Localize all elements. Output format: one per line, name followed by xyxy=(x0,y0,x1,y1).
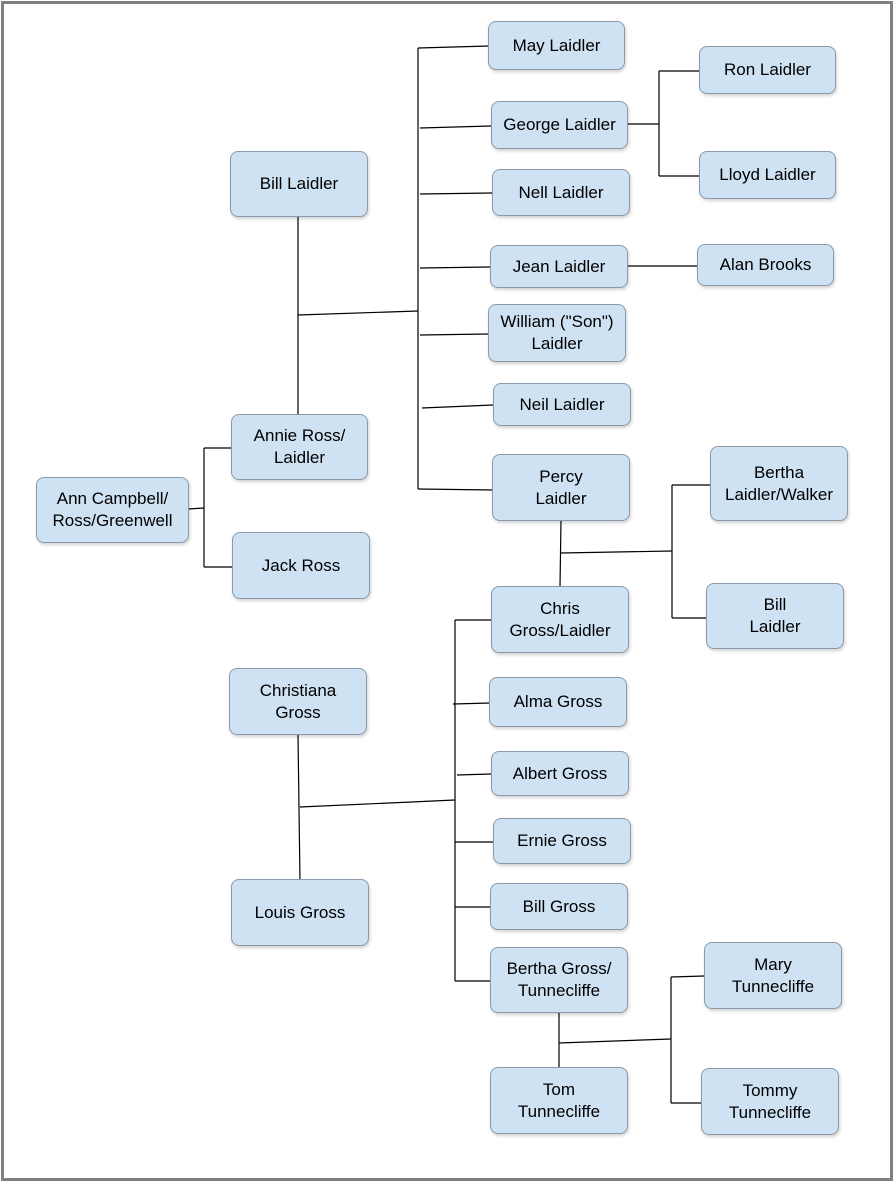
connector-line xyxy=(419,266,491,269)
connector-line xyxy=(558,1038,672,1044)
person-node-ron-laidler: Ron Laidler xyxy=(699,46,836,94)
person-node-louis-gross: Louis Gross xyxy=(231,879,369,946)
person-node-bertha-gross-tunnecliffe: Bertha Gross/ Tunnecliffe xyxy=(490,947,628,1013)
connector-line xyxy=(419,125,492,129)
person-node-bill-gross: Bill Gross xyxy=(490,883,628,930)
person-node-ernie-gross: Ernie Gross xyxy=(493,818,631,864)
connector-line xyxy=(419,192,493,195)
person-node-bill-laidler-right: Bill Laidler xyxy=(706,583,844,649)
person-node-tommy-tunnecliffe: Tommy Tunnecliffe xyxy=(701,1068,839,1135)
person-node-chris-gross-laidler: Chris Gross/Laidler xyxy=(491,586,629,653)
connector-line xyxy=(559,519,562,588)
connector-line xyxy=(299,799,456,808)
connector-line xyxy=(417,45,490,49)
person-node-annie-ross-laidler: Annie Ross/ Laidler xyxy=(231,414,368,480)
person-node-alma-gross: Alma Gross xyxy=(489,677,627,727)
person-node-george-laidler: George Laidler xyxy=(491,101,628,149)
person-node-nell-laidler: Nell Laidler xyxy=(492,169,630,216)
person-node-lloyd-laidler: Lloyd Laidler xyxy=(699,151,836,199)
person-node-tom-tunnecliffe: Tom Tunnecliffe xyxy=(490,1067,628,1134)
connector-line xyxy=(421,404,494,409)
person-node-alan-brooks: Alan Brooks xyxy=(697,244,834,286)
person-node-christiana-gross: Christiana Gross xyxy=(229,668,367,735)
connector-line xyxy=(452,702,491,705)
connector-line xyxy=(560,550,673,554)
person-node-william-son-laidler: William ("Son") Laidler xyxy=(488,304,626,362)
connector-line xyxy=(417,488,494,491)
person-node-may-laidler: May Laidler xyxy=(488,21,625,70)
connector-line xyxy=(670,975,705,978)
person-node-bill-laidler: Bill Laidler xyxy=(230,151,368,217)
person-node-jack-ross: Jack Ross xyxy=(232,532,370,599)
person-node-albert-gross: Albert Gross xyxy=(491,751,629,796)
person-node-percy-laidler: Percy Laidler xyxy=(492,454,630,521)
connector-line xyxy=(419,333,490,336)
person-node-mary-tunnecliffe: Mary Tunnecliffe xyxy=(704,942,842,1009)
connector-line xyxy=(297,734,301,882)
person-node-bertha-laidler-walker: Bertha Laidler/Walker xyxy=(710,446,848,521)
connector-line xyxy=(187,507,205,510)
person-node-jean-laidler: Jean Laidler xyxy=(490,245,628,288)
connector-line xyxy=(456,773,492,776)
connector-line xyxy=(297,310,419,316)
person-node-neil-laidler: Neil Laidler xyxy=(493,383,631,426)
person-node-ann-campbell-ross-greenwell: Ann Campbell/ Ross/Greenwell xyxy=(36,477,189,543)
